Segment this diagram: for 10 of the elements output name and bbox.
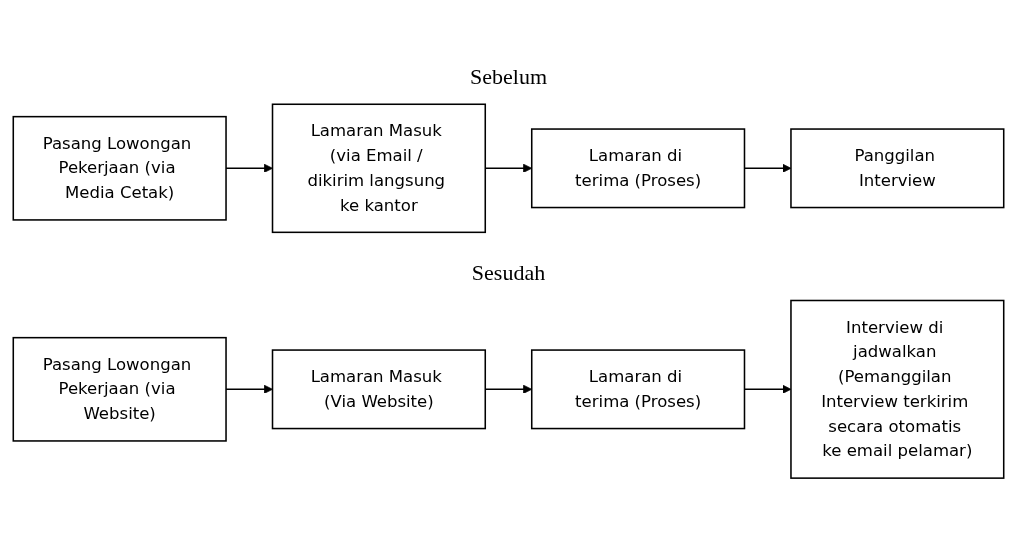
node-box: Pasang Lowongan Pekerjaan (via Website) xyxy=(12,336,227,442)
node-box: Panggilan Interview xyxy=(790,128,1005,209)
node-box: Pasang Lowongan Pekerjaan (via Media Cetak) xyxy=(12,115,227,221)
section-heading: Sesudah xyxy=(471,260,546,287)
node-box: Interview di jadwalkan (Pemanggilan Interview terkirim secara otomatis ke email pelamar) xyxy=(790,299,1005,479)
node-box: Lamaran di terima (Proses) xyxy=(530,349,746,430)
section-heading: Sebelum xyxy=(470,64,547,91)
node-box: Lamaran Masuk (Via Website) xyxy=(271,349,487,430)
node-box: Lamaran Masuk (via Email / dikirim langsung ke kantor xyxy=(271,103,487,233)
node-box: Lamaran di terima (Proses) xyxy=(530,128,746,209)
